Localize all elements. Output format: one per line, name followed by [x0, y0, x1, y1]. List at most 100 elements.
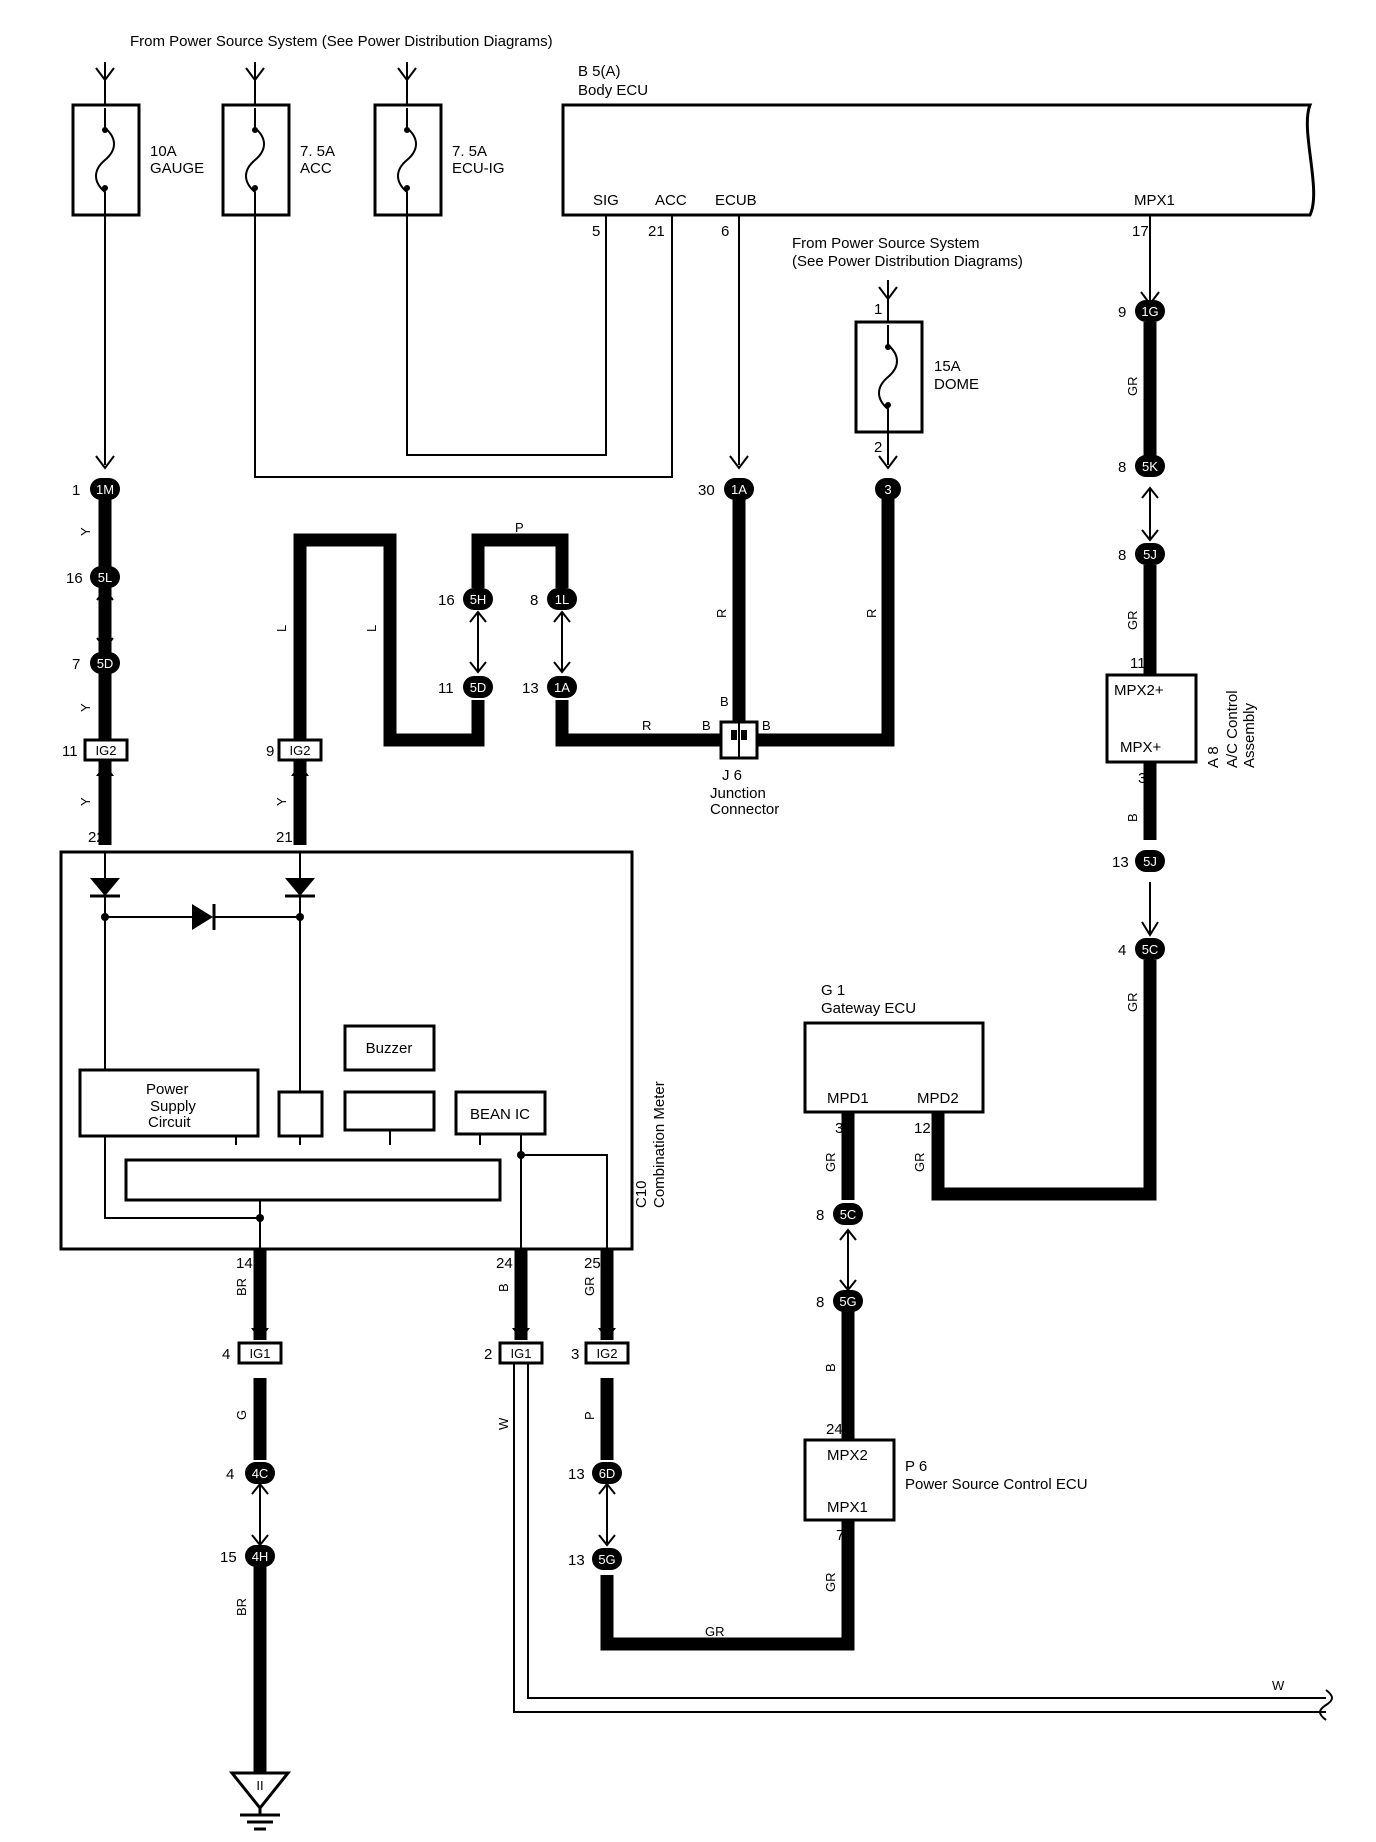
p6-pin-top: MPX2 [827, 1447, 868, 1464]
wire-label-gr-bottom: GR [705, 1624, 725, 1639]
wire-label-y1: Y [78, 527, 93, 536]
fuse-gauge-name: GAUGE [150, 160, 204, 177]
connector-5G-low-pin: 13 [568, 1552, 585, 1569]
connector-5D-mid-id: 5D [470, 680, 487, 695]
wire-label-b-24: B [496, 1283, 511, 1292]
c10-combination-meter: 22 21 14 24 25 [59, 829, 668, 1272]
body-ecu-pin-acc: ACC [655, 192, 687, 209]
meter-small-block [277, 1090, 324, 1138]
power-source-mid-line1: From Power Source System [792, 235, 980, 252]
connector-5C-right: 5C 4 [1118, 938, 1165, 960]
wire-label-r2: R [642, 718, 651, 733]
fuse-gauge-amp: 10A [150, 143, 177, 160]
p6-code: P 6 [905, 1458, 927, 1475]
connector-ig1-a-pin: 4 [222, 1346, 230, 1363]
gateway-pin2: MPD2 [917, 1090, 959, 1107]
j6-code: J 6 [722, 767, 742, 784]
connector-1M-pin: 1 [72, 482, 80, 499]
connector-6D: 6D 13 [568, 1462, 622, 1484]
bean-ic-label: BEAN IC [470, 1106, 530, 1123]
connector-1A-low: 1A 13 [522, 676, 577, 698]
meter-code: C10 [633, 1180, 650, 1208]
connector-ig1-b: IG1 2 [484, 1341, 544, 1365]
gateway-num2: 12 [914, 1120, 931, 1137]
connector-ig2-left-pin: 11 [62, 743, 78, 760]
connector-1A-top-id: 1A [731, 482, 747, 497]
connector-4C-pin: 4 [226, 1466, 234, 1483]
connector-ig2-left-id: IG2 [96, 743, 117, 758]
fuse-dome-amp: 15A [934, 358, 961, 375]
junction-dot-left [101, 913, 109, 921]
connector-1L-pin: 8 [530, 592, 538, 609]
connector-5G-low: 5G 13 [568, 1548, 622, 1570]
g1-gateway-ecu: G 1 Gateway ECU MPD1 MPD2 3 12 [803, 982, 985, 1137]
psc-line2: Supply [150, 1098, 196, 1115]
connector-1A-top: 1A 30 [698, 478, 754, 500]
connector-5L-id: 5L [98, 570, 112, 585]
connector-4H: 4H 15 [220, 1545, 275, 1567]
connector-5D-mid-pin: 11 [438, 680, 454, 697]
connector-5C-right-pin: 4 [1118, 942, 1126, 959]
wire-label-g1: G [234, 1410, 249, 1420]
connector-1A-low-id: 1A [554, 680, 570, 695]
wire-label-gr-r1: GR [1125, 377, 1140, 397]
fuse-dome-pin-in: 1 [874, 301, 882, 318]
buzzer-label: Buzzer [366, 1040, 413, 1057]
connector-5H-id: 5H [470, 592, 487, 607]
p6-pin-bottom: MPX1 [827, 1499, 868, 1516]
fuse-acc-amp: 7. 5A [300, 143, 335, 160]
connector-1A-low-pin: 13 [522, 680, 539, 697]
connector-5D-left-pin: 7 [72, 656, 80, 673]
p6-power-source-ecu: MPX2 MPX1 24 7 P 6 Power Source Control … [803, 1421, 1088, 1544]
connector-5J-low-pin: 13 [1112, 854, 1129, 871]
body-ecu-num-5: 5 [592, 223, 600, 240]
connector-5D-left: 5D 7 [72, 652, 120, 674]
thick-wires [98, 322, 1157, 1773]
fuse-ecu-ig: 7. 5A ECU-IG [373, 103, 505, 217]
body-ecu-pin-sig: SIG [593, 192, 619, 209]
fuse-dome-name: DOME [934, 376, 979, 393]
body-ecu-num-21: 21 [648, 223, 665, 240]
connector-5D-left-id: 5D [97, 656, 114, 671]
connector-ig2-low: IG2 3 [571, 1341, 630, 1365]
wire-label-gr-r2: GR [1125, 611, 1140, 631]
body-ecu: B 5(A) Body ECU SIG ACC ECUB MPX1 5 21 6… [561, 63, 1316, 240]
connector-5G-mid-pin: 8 [816, 1294, 824, 1311]
connector-5H: 5H 16 [438, 588, 493, 610]
connector-1G: 1G 9 [1118, 300, 1165, 322]
wire-label-gr-p6: GR [823, 1573, 838, 1593]
gateway-pin1: MPD1 [827, 1090, 869, 1107]
bean-ic: BEAN IC [454, 1090, 547, 1136]
power-source-mid-line2: (See Power Distribution Diagrams) [792, 253, 1023, 270]
connector-ig1-a-id: IG1 [250, 1346, 271, 1361]
connector-5J-low: 5J 13 [1112, 850, 1165, 872]
fuse-dome-pin-out: 2 [874, 439, 882, 456]
buzzer-block: Buzzer [343, 1024, 436, 1132]
connector-5C-mid-pin: 8 [816, 1207, 824, 1224]
connector-5H-pin: 16 [438, 592, 455, 609]
connector-4H-id: 4H [252, 1549, 269, 1564]
wire-label-b-j6-top: B [720, 694, 729, 709]
meter-pin-21: 21 [276, 829, 293, 846]
gateway-num1: 3 [835, 1120, 843, 1137]
body-ecu-name: Body ECU [578, 82, 648, 99]
body-ecu-num-17: 17 [1132, 223, 1149, 240]
meter-internal-wiring [104, 852, 608, 1249]
connector-ig2-low-id: IG2 [597, 1346, 618, 1361]
fuse-acc: 7. 5A ACC [221, 103, 335, 217]
connector-1A-top-pin: 30 [698, 482, 715, 499]
body-ecu-num-6: 6 [721, 223, 729, 240]
connector-5L-pin: 16 [66, 570, 83, 587]
w-wire [513, 1363, 1333, 1721]
connector-1L-id: 1L [555, 592, 569, 607]
connector-5K-id: 5K [1142, 459, 1158, 474]
fuse-ecu-ig-amp: 7. 5A [452, 143, 487, 160]
body-ecu-pin-mpx1: MPX1 [1134, 192, 1175, 209]
p6-name: Power Source Control ECU [905, 1476, 1088, 1493]
dome-feed-arrow [878, 280, 898, 322]
body-ecu-pin-ecub: ECUB [715, 192, 757, 209]
connector-1M: 1M 1 [72, 478, 120, 500]
connector-5J-top: 5J 8 [1118, 543, 1165, 565]
wire-label-br1: BR [234, 1278, 249, 1296]
connector-4C: 4C 4 [226, 1462, 275, 1484]
